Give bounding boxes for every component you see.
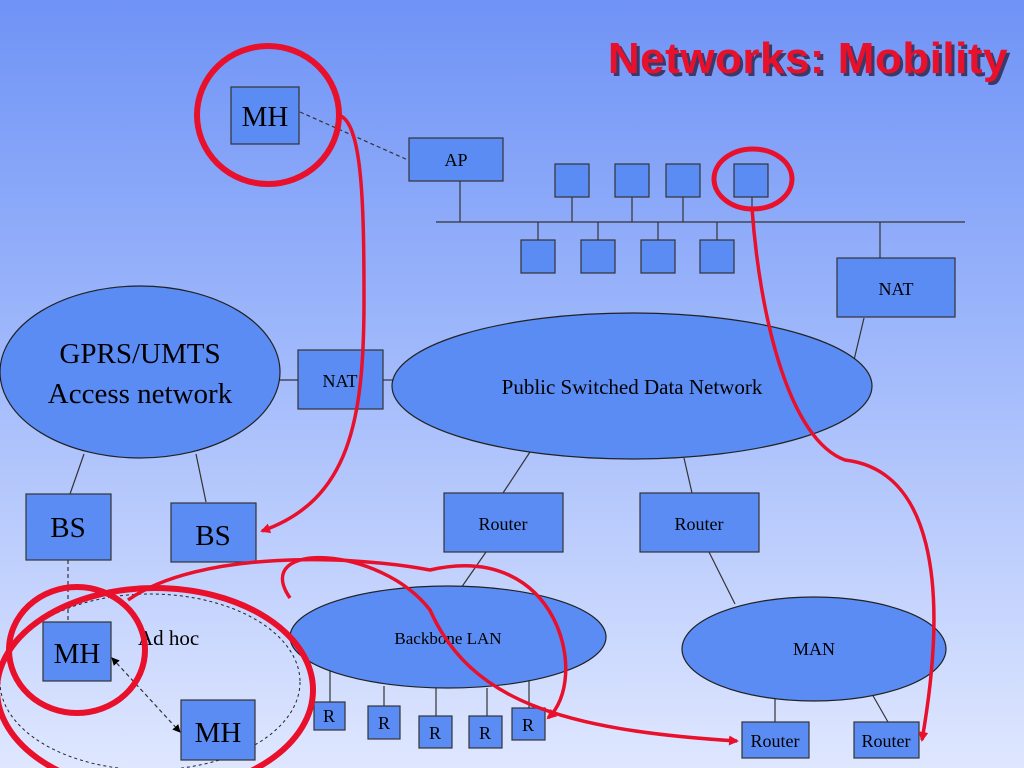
lan-host: [614, 163, 650, 198]
mh-adhoc-2-box: [180, 699, 256, 761]
bs-right-box: [170, 502, 257, 563]
router-1-box: [443, 492, 564, 553]
man-oval: [681, 596, 947, 702]
backbone-lan: Backbone LAN: [289, 585, 607, 689]
router-2-label: Router: [675, 514, 724, 534]
nat-psdn-link: [853, 317, 865, 361]
lan-host: [665, 163, 701, 198]
mh-adhoc-1-box: [42, 621, 112, 682]
public-switched-data-network: Public Switched Data Network: [391, 312, 873, 460]
man-router-link: [871, 693, 889, 723]
nat-left-box: [297, 349, 384, 410]
router-bottom-2-box: [853, 721, 920, 759]
backbone-routers: R R R R R: [313, 701, 546, 749]
gprs-label-line2: Access network: [48, 378, 233, 410]
slide-title: Networks: Mobility: [607, 34, 1008, 83]
mobility-arrows: [127, 113, 936, 746]
router-2-node: Router: [639, 492, 760, 553]
router-bottom-1-box: [741, 721, 810, 759]
gprs-access-network: GPRS/UMTS Access network: [0, 285, 281, 459]
lan-host: [580, 239, 616, 274]
lan-host-highlighted: [733, 163, 769, 198]
r-box: [418, 715, 453, 749]
highlight-circle-adhoc-region: [0, 585, 316, 768]
nat-left-label: NAT: [323, 371, 358, 391]
lan-host: [554, 163, 590, 198]
bs-right-label: BS: [195, 520, 230, 552]
ap-node: AP: [408, 137, 504, 182]
adhoc-label: Ad hoc: [138, 626, 199, 650]
router-1-node: Router: [443, 492, 564, 553]
ap-label: AP: [444, 150, 467, 170]
psdn-label: Public Switched Data Network: [502, 375, 763, 399]
backbone-label: Backbone LAN: [394, 629, 501, 648]
adhoc-link: [111, 657, 181, 733]
mh-adhoc-2-node: MH: [180, 699, 256, 761]
r-box: [468, 715, 503, 749]
r-box: [313, 701, 346, 731]
r-box: [511, 707, 546, 741]
r-4-label: R: [479, 723, 491, 743]
router-man-link: [708, 551, 736, 605]
arrow-adhoc-to-router: [280, 555, 739, 746]
router-bottom-1-label: Router: [751, 731, 800, 751]
r-2-label: R: [378, 713, 390, 733]
router-bottom-1-node: Router: [741, 721, 810, 759]
nat-right-node: NAT: [836, 257, 956, 318]
bs-left-box: [25, 493, 112, 561]
adhoc-region: [0, 593, 301, 768]
man-label: MAN: [793, 639, 835, 659]
connections: [67, 111, 965, 733]
lan-host: [520, 239, 556, 274]
r-box: [367, 705, 401, 740]
gprs-label-line1: GPRS/UMTS: [59, 338, 220, 370]
bs-left-node: BS: [25, 493, 112, 561]
router-1-label: Router: [479, 514, 528, 534]
ap-box: [408, 137, 504, 182]
mh-adhoc-1-node: MH: [42, 621, 112, 682]
arrow-mh-to-bs: [260, 113, 366, 534]
psdn-router-link: [683, 457, 693, 494]
router-bottom-2-label: Router: [862, 731, 911, 751]
bs-right-node: BS: [170, 502, 257, 563]
mh-adhoc-2-label: MH: [195, 717, 242, 749]
gprs-bs-link: [195, 453, 207, 503]
man-network: MAN: [681, 596, 947, 702]
lan-host: [640, 239, 676, 274]
nat-right-label: NAT: [879, 279, 914, 299]
r-5-label: R: [522, 715, 534, 735]
mh-top-box: [230, 86, 300, 145]
nat-right-box: [836, 257, 956, 318]
r-1-label: R: [323, 706, 335, 726]
arrow-adhoc-to-backbone: [127, 557, 568, 720]
psdn-router-link: [502, 451, 531, 494]
router-backbone-link: [460, 551, 487, 589]
psdn-oval: [391, 312, 873, 460]
gprs-bs-link: [69, 453, 85, 495]
gprs-oval: [0, 285, 281, 459]
mh-top-label: MH: [242, 101, 289, 133]
nat-left-node: NAT: [297, 349, 384, 410]
router-2-box: [639, 492, 760, 553]
bs-left-label: BS: [50, 512, 85, 544]
lan-hosts: [520, 163, 769, 274]
arrow-lan-host-to-router: [750, 207, 936, 742]
r-3-label: R: [429, 723, 441, 743]
router-bottom-2-node: Router: [853, 721, 920, 759]
lan-host: [699, 239, 735, 274]
mh-top-node: MH: [230, 86, 300, 145]
mh-adhoc-1-label: MH: [54, 638, 101, 670]
